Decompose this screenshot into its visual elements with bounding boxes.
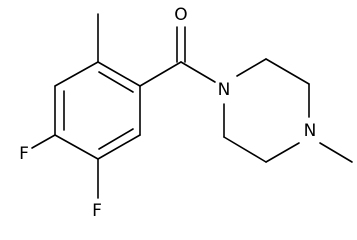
molecule-structure: O N N F F (19, 5, 353, 221)
n-methyl-bond (319, 142, 353, 163)
amide-nitrogen-atom-label: N (218, 80, 231, 100)
ring-inner-bond-a (98, 71, 134, 93)
oxygen-atom-label: O (174, 5, 187, 25)
ring-bond-c1-c2 (97, 61, 141, 87)
ring-bond-c2-c3 (54, 61, 99, 87)
piperazine-bond-c2-c3 (265, 58, 310, 85)
structure-canvas: O N N F F (19, 5, 353, 221)
carbonyl-n-bond (180, 61, 216, 83)
fluorine-4-atom-label: F (19, 144, 29, 164)
methyl-nitrogen-atom-label: N (304, 121, 317, 141)
ring-inner-bond-c (98, 128, 134, 150)
piperazine-bond-c5-c6 (223, 136, 267, 163)
ring-bond-c5-c6 (97, 134, 141, 160)
aryl-carbonyl-bond (139, 61, 182, 87)
fluorine-5-atom-label: F (92, 201, 102, 221)
piperazine-bond-n4-c5 (265, 142, 300, 163)
piperazine-bond-n1-c2 (236, 58, 267, 77)
c4-f-bond (31, 134, 56, 149)
ring-bond-c4-c5 (54, 134, 99, 160)
